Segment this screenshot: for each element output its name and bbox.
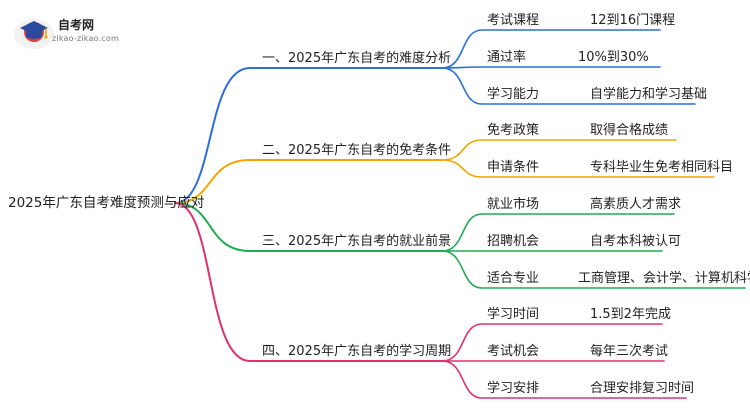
leaf-key: 招聘机会 — [487, 234, 540, 249]
leaf-value: 工商管理、会计学、计算机科学 — [578, 271, 750, 286]
leaf-key: 学习能力 — [487, 87, 540, 102]
leaf-value: 12到16门课程 — [590, 13, 676, 28]
leaf-key: 适合专业 — [487, 271, 540, 286]
branch-2-label: 二、2025年广东自考的免考条件 — [262, 143, 452, 158]
branch-connector — [174, 67, 443, 204]
leaf-connector — [441, 67, 696, 105]
leaf-key: 就业市场 — [487, 197, 540, 212]
leaf-connector — [441, 323, 663, 362]
logo-url: zikao-zikao.com — [52, 34, 119, 43]
leaf-key: 学习安排 — [487, 381, 540, 396]
leaf-key: 考试课程 — [487, 13, 540, 28]
leaf-key: 考试机会 — [487, 344, 540, 359]
leaf-value: 专科毕业生免考相同科目 — [590, 160, 734, 175]
branch-3-label: 三、2025年广东自考的就业前景 — [262, 234, 452, 249]
site-logo — [12, 12, 152, 52]
root-topic: 2025年广东自考难度预测与应对 — [8, 195, 205, 211]
leaf-value: 合理安排复习时间 — [590, 381, 695, 396]
leaf-key: 免考政策 — [487, 123, 540, 138]
leaf-value: 自学能力和学习基础 — [590, 87, 708, 102]
leaf-value: 取得合格成绩 — [590, 123, 669, 138]
leaf-connector — [441, 29, 661, 69]
leaf-connector — [441, 66, 661, 69]
branch-4-label: 四、2025年广东自考的学习周期 — [262, 344, 452, 359]
leaf-key: 通过率 — [487, 50, 527, 65]
leaf-value: 10%到30% — [578, 50, 649, 65]
leaf-connector — [441, 139, 677, 161]
leaf-connector — [441, 159, 715, 178]
leaf-value: 每年三次考试 — [590, 344, 669, 359]
leaf-value: 1.5到2年完成 — [590, 307, 671, 322]
leaf-key: 学习时间 — [487, 307, 540, 322]
branch-connector — [174, 202, 443, 252]
branch-connector — [174, 202, 443, 362]
leaf-value: 自考本科被认可 — [590, 234, 682, 249]
branch-1-label: 一、2025年广东自考的难度分析 — [262, 51, 452, 66]
leaf-value: 高素质人才需求 — [590, 197, 682, 212]
leaf-connector — [441, 213, 675, 252]
leaf-key: 申请条件 — [487, 160, 540, 175]
leaf-connector — [441, 250, 746, 289]
graduation-cap-icon — [14, 19, 54, 49]
logo-name: 自考网 — [58, 18, 95, 32]
branch-connector — [174, 159, 443, 204]
leaf-connector — [441, 360, 687, 399]
